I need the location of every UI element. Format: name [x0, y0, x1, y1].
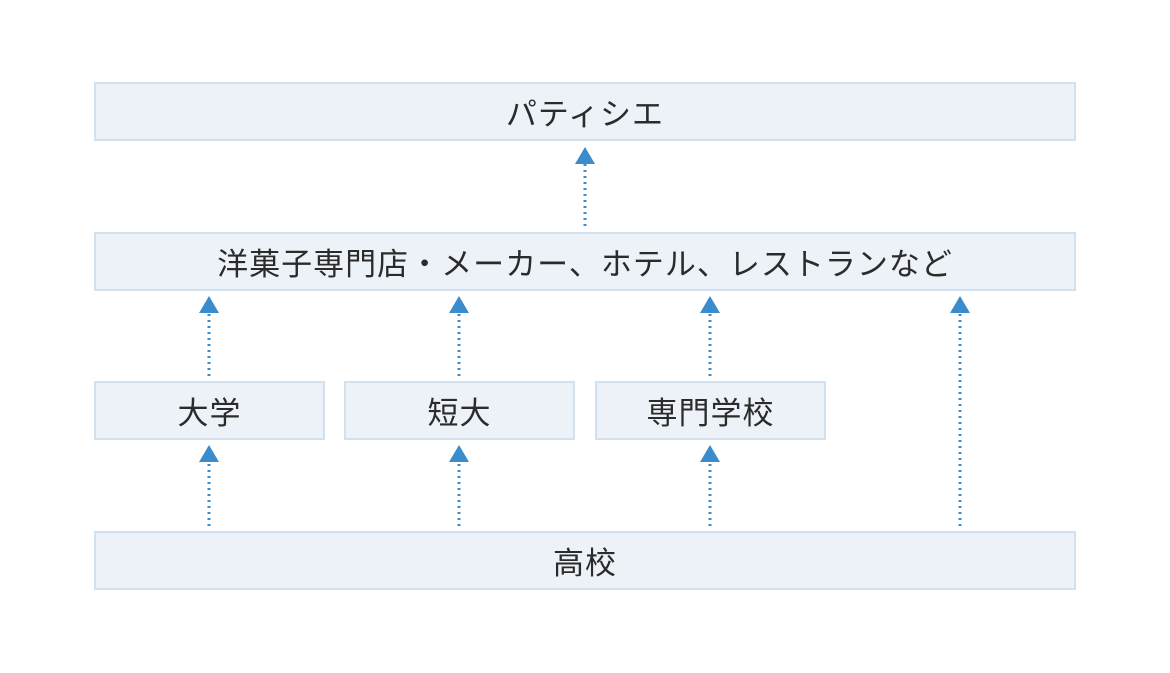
arrowhead-employers-from-vocational: [700, 296, 720, 313]
arrowhead-employers-from-junior: [449, 296, 469, 313]
high-school-label: 高校: [553, 546, 617, 582]
vocational-school-box: 専門学校: [595, 381, 826, 440]
university-box: 大学: [94, 381, 325, 440]
junior-college-label: 短大: [427, 396, 492, 432]
junior-college-box: 短大: [344, 381, 575, 440]
patissier-box: パティシエ: [94, 82, 1076, 141]
employers-box: 洋菓子専門店・メーカー、ホテル、レストランなど: [94, 232, 1076, 291]
arrowhead-vocational: [700, 445, 720, 462]
arrowhead-employers-from-university: [199, 296, 219, 313]
employers-label: 洋菓子専門店・メーカー、ホテル、レストランなど: [217, 247, 953, 283]
vocational-school-label: 専門学校: [646, 396, 775, 432]
arrowhead-university: [199, 445, 219, 462]
arrowhead-employers-from-highschool: [950, 296, 970, 313]
arrowhead-junior: [449, 445, 469, 462]
arrowhead-patissier: [575, 147, 595, 164]
high-school-box: 高校: [94, 531, 1076, 590]
university-label: 大学: [177, 396, 242, 432]
patissier-label: パティシエ: [505, 97, 665, 133]
